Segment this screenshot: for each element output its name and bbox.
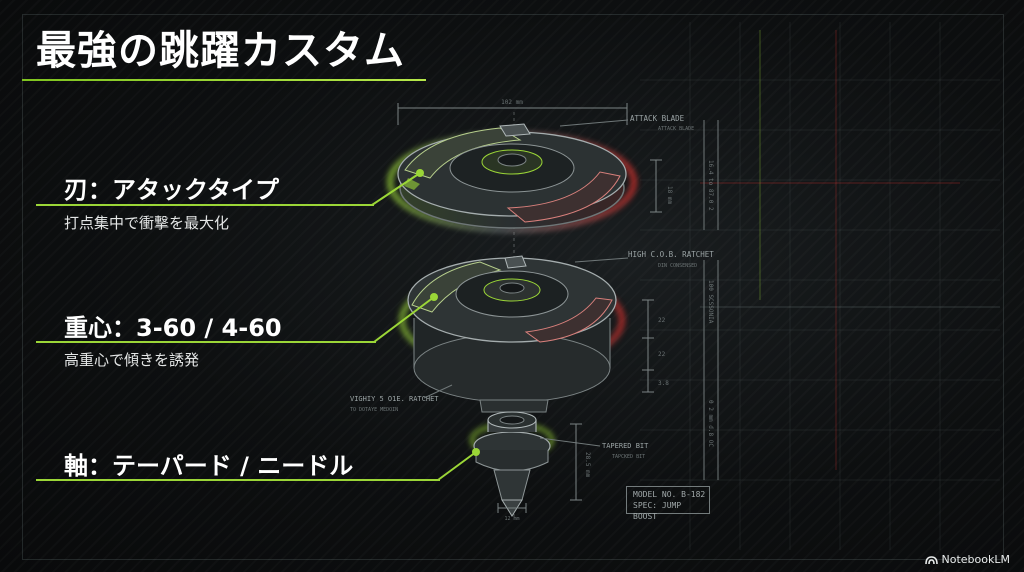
bit-height-label: 28.5 mm [584,452,591,478]
blade-heading-underline [36,204,374,206]
vertical-spec-lower: 0 2 mm d.8 OC [707,400,714,447]
ratchet-description: 高重心で傾きを誘発 [64,351,200,369]
vertical-spec-middle: 100 SCSSONIA [707,280,714,324]
bit-width-dimension [497,503,527,513]
ratchet-heading: 重心：3-60 / 4-60 [64,314,282,342]
ratchet-disc [399,255,625,413]
top-dimension [397,103,628,125]
blade-heading: 刃：アタックタイプ [64,176,280,204]
ratchet-dim-2: 22 [658,351,666,358]
attack-blade [387,123,637,233]
grid-lines [640,22,1000,550]
blade-sub-label: ATTACK BLADE [658,126,694,132]
blade-height-dimension [650,159,662,213]
title-underline [22,79,426,81]
model-spec: SPEC: JUMP BOOST [633,501,682,521]
ratchet-dim-3: 3.8 [658,380,669,387]
model-number: MODEL NO. B-182 [633,490,706,499]
bit-width-label: 12 mm [504,516,519,522]
brand-name: NotebookLM [941,553,1010,566]
vertical-spec-lines [703,120,719,480]
bit-sub-label: TAPCKED BIT [612,454,645,460]
bit-heading-underline [36,479,440,481]
ratchet-label: HIGH C.O.B. RATCHET [628,250,714,259]
ratchet-sub-label: DIN CONSENSED [658,263,697,269]
blade-leader [371,172,421,206]
model-spec-box: MODEL NO. B-182 SPEC: JUMP BOOST [626,486,710,521]
blade-height-label: 18 mm [666,186,673,204]
bit-leader [437,451,477,481]
blade-description: 打点集中で衝撃を最大化 [64,214,230,232]
lower-ratchet-sub-label: TO DOTAYE MEDOIN [350,407,398,413]
top-dimension-label: 102 mm [501,99,523,106]
blade-label: ATTACK BLADE [630,114,685,123]
ratchet-dim-1: 22 [658,317,666,324]
tapered-bit [470,411,554,517]
bit-height-dimension [570,423,582,501]
page-title: 最強の跳躍カスタム [36,28,405,74]
brand-watermark: NotebookLM [924,553,1010,566]
lower-ratchet-label: VIGHIY 5 O1E. RATCHET [350,395,439,403]
vertical-spec-upper: 16.4 to 87.0 2 [707,160,714,211]
ratchet-dimensions [642,299,654,393]
bit-label: TAPERED BIT [602,442,649,450]
bit-heading: 軸：テーパード / ニードル [64,452,354,480]
ratchet-leader [373,296,435,343]
ratchet-heading-underline [36,341,376,343]
notebooklm-icon [924,555,938,564]
